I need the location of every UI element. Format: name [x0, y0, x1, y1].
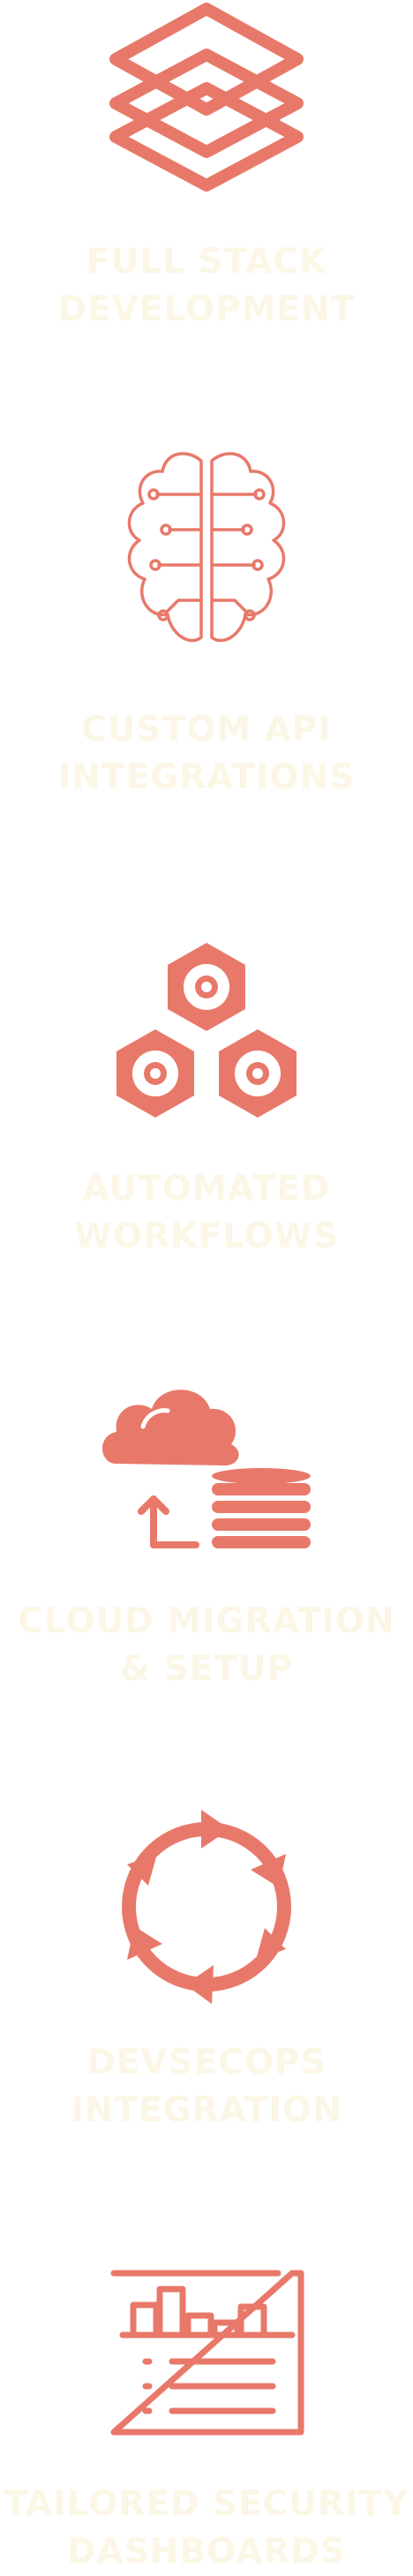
- stacked-layers-icon: [109, 3, 304, 192]
- service-title: FULL STACK DEVELOPMENT: [57, 242, 356, 329]
- service-title: CUSTOM API INTEGRATIONS: [57, 710, 356, 797]
- dashboard-report-icon: [110, 2270, 304, 2436]
- cloud-database-icon: [102, 1390, 311, 1548]
- cycle-arrows-icon: [122, 1810, 291, 2004]
- service-title: AUTOMATED WORKFLOWS: [74, 1169, 339, 1256]
- service-title: DEVSECOPS INTEGRATION: [71, 2043, 342, 2130]
- service-title: CLOUD MIGRATION & SETUP: [18, 1601, 395, 1689]
- brain-circuit-icon: [127, 452, 286, 643]
- hexagon-nodes-icon: [116, 943, 297, 1118]
- service-title: TAILORED SECURITY DASHBOARDS: [4, 2484, 409, 2572]
